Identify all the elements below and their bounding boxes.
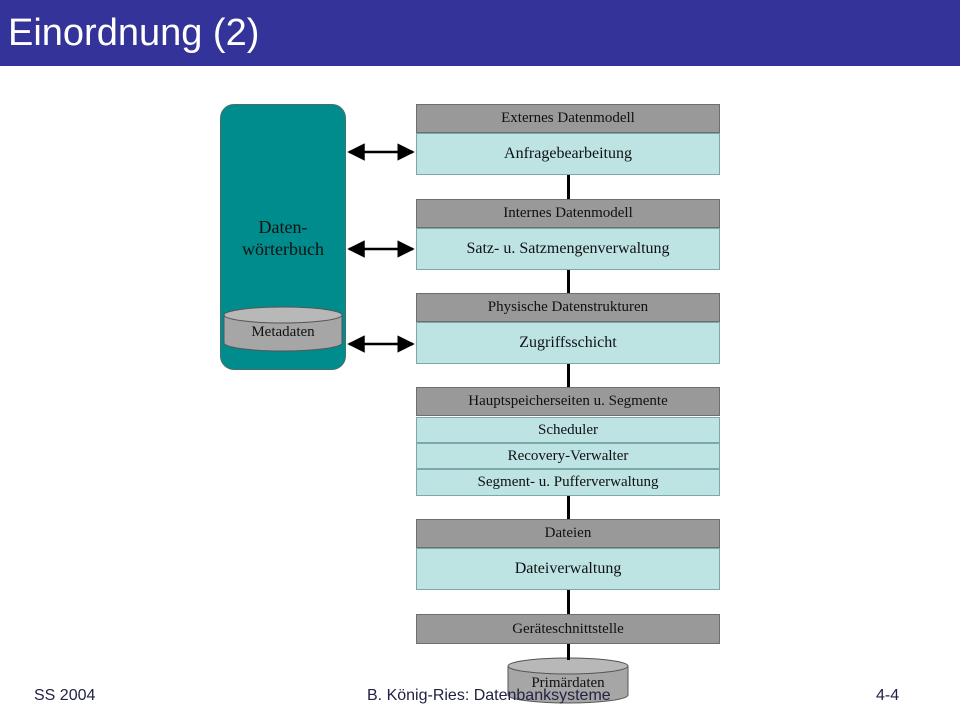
primary-data-label: Primärdaten (531, 675, 605, 691)
connector-2-3 (567, 270, 570, 294)
layer-3-body: Zugriffsschicht (416, 322, 720, 364)
slide-title: Einordnung (2) (8, 12, 260, 54)
connector-4-5 (567, 496, 570, 520)
layer-1-body: Anfragebearbeitung (416, 133, 720, 175)
layer-5-header: Dateien (416, 519, 720, 548)
connector-3-4 (567, 364, 570, 388)
footer-semester: SS 2004 (34, 687, 96, 704)
layer-2-body: Satz- u. Satzmengenverwaltung (416, 228, 720, 270)
layer-4-sub-scheduler: Scheduler (416, 417, 720, 443)
layer-1-header: Externes Datenmodell (416, 104, 720, 133)
layer-2-header: Internes Datenmodell (416, 199, 720, 228)
data-dictionary-label-line1: Daten- (258, 217, 308, 237)
connector-6-storage (567, 644, 570, 660)
footer-author-course: B. König-Ries: Datenbanksysteme (367, 687, 611, 704)
layer-3-header: Physische Datenstrukturen (416, 293, 720, 322)
layer-6-header: Geräteschnittstelle (416, 614, 720, 644)
data-dictionary-label: Daten- wörterbuch (220, 216, 346, 260)
layer-4-header: Hauptspeicherseiten u. Segmente (416, 387, 720, 416)
layer-4-sub-recovery: Recovery-Verwalter (416, 443, 720, 469)
data-dictionary-label-line2: wörterbuch (242, 239, 324, 259)
connector-5-6 (567, 590, 570, 615)
connector-1-2 (567, 175, 570, 200)
title-bar: Einordnung (2) (0, 0, 960, 66)
layer-4-sub-buffer: Segment- u. Pufferverwaltung (416, 469, 720, 496)
footer-page-number: 4-4 (876, 687, 900, 704)
metadata-label: Metadaten (251, 324, 315, 340)
metadata-cylinder (223, 306, 343, 352)
layer-5-body: Dateiverwaltung (416, 548, 720, 590)
